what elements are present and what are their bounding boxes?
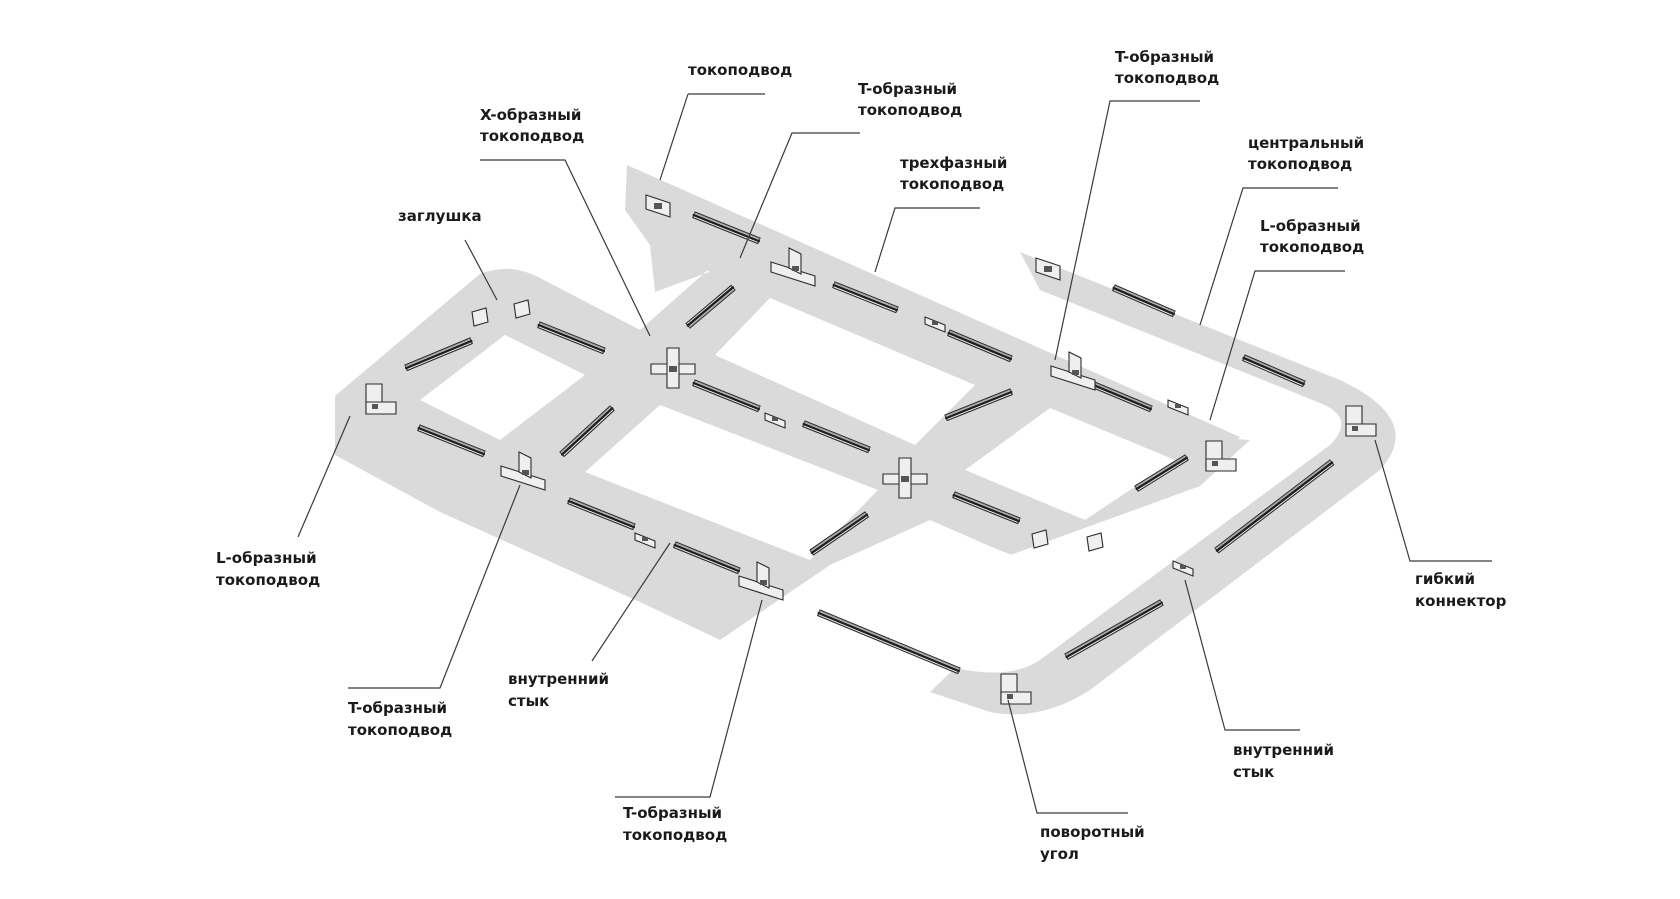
label-l-feed-right-line2: токоподвод — [1260, 238, 1364, 256]
label-t-feed-top-line2: токоподвод — [858, 101, 962, 119]
straight-joint-icon — [634, 532, 656, 549]
t-connector-icon — [500, 451, 546, 491]
label-l-feed-right-line1: L-образный — [1260, 217, 1361, 235]
track-rail-icon — [809, 511, 870, 556]
label-t-feed-top-line1: T-образный — [858, 80, 957, 98]
label-inner-joint-right-line1: внутренний — [1233, 741, 1334, 759]
track-rail-icon — [946, 329, 1013, 363]
label-corner-turn-line1: поворотный — [1040, 823, 1145, 841]
straight-joint-icon — [1167, 399, 1189, 416]
track-rail-icon — [1134, 454, 1189, 492]
label-t-feed-top-right-line2: токоподвод — [1115, 69, 1219, 87]
track-band-main — [625, 165, 1240, 555]
straight-joint-icon — [764, 412, 786, 429]
label-end-cap: заглушка — [398, 207, 482, 225]
leader-inner-joint-mid — [591, 542, 671, 662]
end-cap-icon — [513, 299, 531, 319]
leader-flex — [1374, 439, 1492, 562]
track-rail-icon — [404, 337, 474, 372]
track-rail-icon — [952, 491, 1021, 525]
opening-center — [585, 405, 878, 560]
leader-central — [1199, 187, 1338, 326]
track-rail-icon — [1241, 354, 1306, 388]
leader-inner-joint-right — [1184, 579, 1300, 731]
label-t-feed-top-right-line1: T-образный — [1115, 48, 1214, 66]
track-rail-icon — [692, 211, 761, 245]
track-rail-icon — [832, 281, 899, 314]
track-rail-icon — [559, 405, 615, 458]
grid-openings — [420, 298, 1175, 640]
feed-icon — [645, 194, 671, 218]
track-rail-icon — [692, 379, 761, 413]
leader-x-feed — [480, 159, 651, 337]
leader-t-feed-bottom-left — [348, 484, 521, 689]
straight-joint-icon — [1172, 560, 1194, 577]
label-corner-turn-line2: угол — [1040, 845, 1079, 863]
straight-joint-icon — [924, 316, 946, 333]
track-rail-icon — [673, 541, 741, 575]
opening-bottom — [850, 525, 1045, 640]
track-rail-icon — [1064, 599, 1164, 660]
label-central-line2: токоподвод — [1248, 155, 1352, 173]
leader-three-phase — [874, 207, 980, 273]
track-rail-icon — [1214, 459, 1335, 554]
leader-lines — [297, 93, 1492, 814]
label-l-feed-left-line2: токоподвод — [216, 571, 320, 589]
track-rail-icon — [537, 321, 606, 355]
connectors-layer — [365, 194, 1377, 705]
label-t-feed-bottom-line2: токоподвод — [623, 826, 727, 844]
label-t-feed-bottom-left-line2: токоподвод — [348, 721, 452, 739]
track-rail-icon — [567, 497, 636, 531]
end-cap-icon — [1031, 529, 1049, 549]
leader-feed-top-diag — [659, 93, 689, 181]
label-flex-line2: коннектор — [1415, 592, 1507, 610]
track-rail-icon — [1111, 284, 1176, 318]
l-connector-icon — [1205, 440, 1237, 472]
track-band-field — [335, 245, 1250, 640]
end-cap-icon — [1086, 532, 1104, 552]
label-three-phase-line2: токоподвод — [900, 175, 1004, 193]
track-rail-icon — [417, 424, 486, 458]
t-connector-icon — [1050, 351, 1096, 391]
label-t-feed-bottom-line1: T-образный — [623, 804, 722, 822]
t-connector-icon — [770, 247, 816, 287]
track-rail-icon — [1086, 379, 1153, 413]
leader-t-feed-top — [739, 132, 860, 259]
leader-t-feed-bottom — [615, 599, 763, 798]
track-band-right-loop — [930, 252, 1396, 715]
track-rail-icon — [816, 609, 961, 675]
label-inner-joint-right-line2: стык — [1233, 763, 1274, 781]
label-t-feed-bottom-left-line1: T-образный — [348, 699, 447, 717]
opening-left — [420, 335, 585, 440]
label-feed-top: токоподвод — [688, 61, 792, 79]
rails-layer — [404, 211, 1335, 675]
l-connector-icon — [365, 383, 397, 415]
track-rail-icon — [944, 388, 1013, 422]
leader-l-feed-right — [1209, 270, 1345, 421]
label-x-feed-line2: токоподвод — [480, 127, 584, 145]
leader-l-feed-left — [297, 415, 351, 538]
l-connector-icon — [1345, 405, 1377, 437]
label-l-feed-left-line1: L-образный — [216, 549, 317, 567]
leader-end-cap — [464, 239, 498, 301]
label-inner-joint-mid-line2: стык — [508, 692, 549, 710]
label-central-line1: центральный — [1248, 134, 1364, 152]
label-inner-joint-mid-line1: внутренний — [508, 670, 609, 688]
opening-center-top — [715, 298, 975, 445]
label-x-feed-line1: X-образный — [480, 106, 581, 124]
t-connector-icon — [738, 561, 784, 601]
opening-right — [965, 408, 1175, 520]
label-flex-line1: гибкий — [1415, 570, 1475, 588]
end-cap-icon — [471, 307, 489, 327]
label-three-phase-line1: трехфазный — [900, 154, 1007, 172]
x-connector-icon — [882, 457, 928, 499]
labels: токоподвод T-образный токоподвод X-образ… — [216, 48, 1507, 863]
leader-t-feed-top-right — [1054, 100, 1200, 361]
track-rail-icon — [685, 284, 736, 329]
track-rail-icon — [802, 420, 871, 454]
leader-corner-turn — [1007, 699, 1128, 814]
x-connector-icon — [650, 347, 696, 389]
feed-icon — [1035, 257, 1061, 281]
